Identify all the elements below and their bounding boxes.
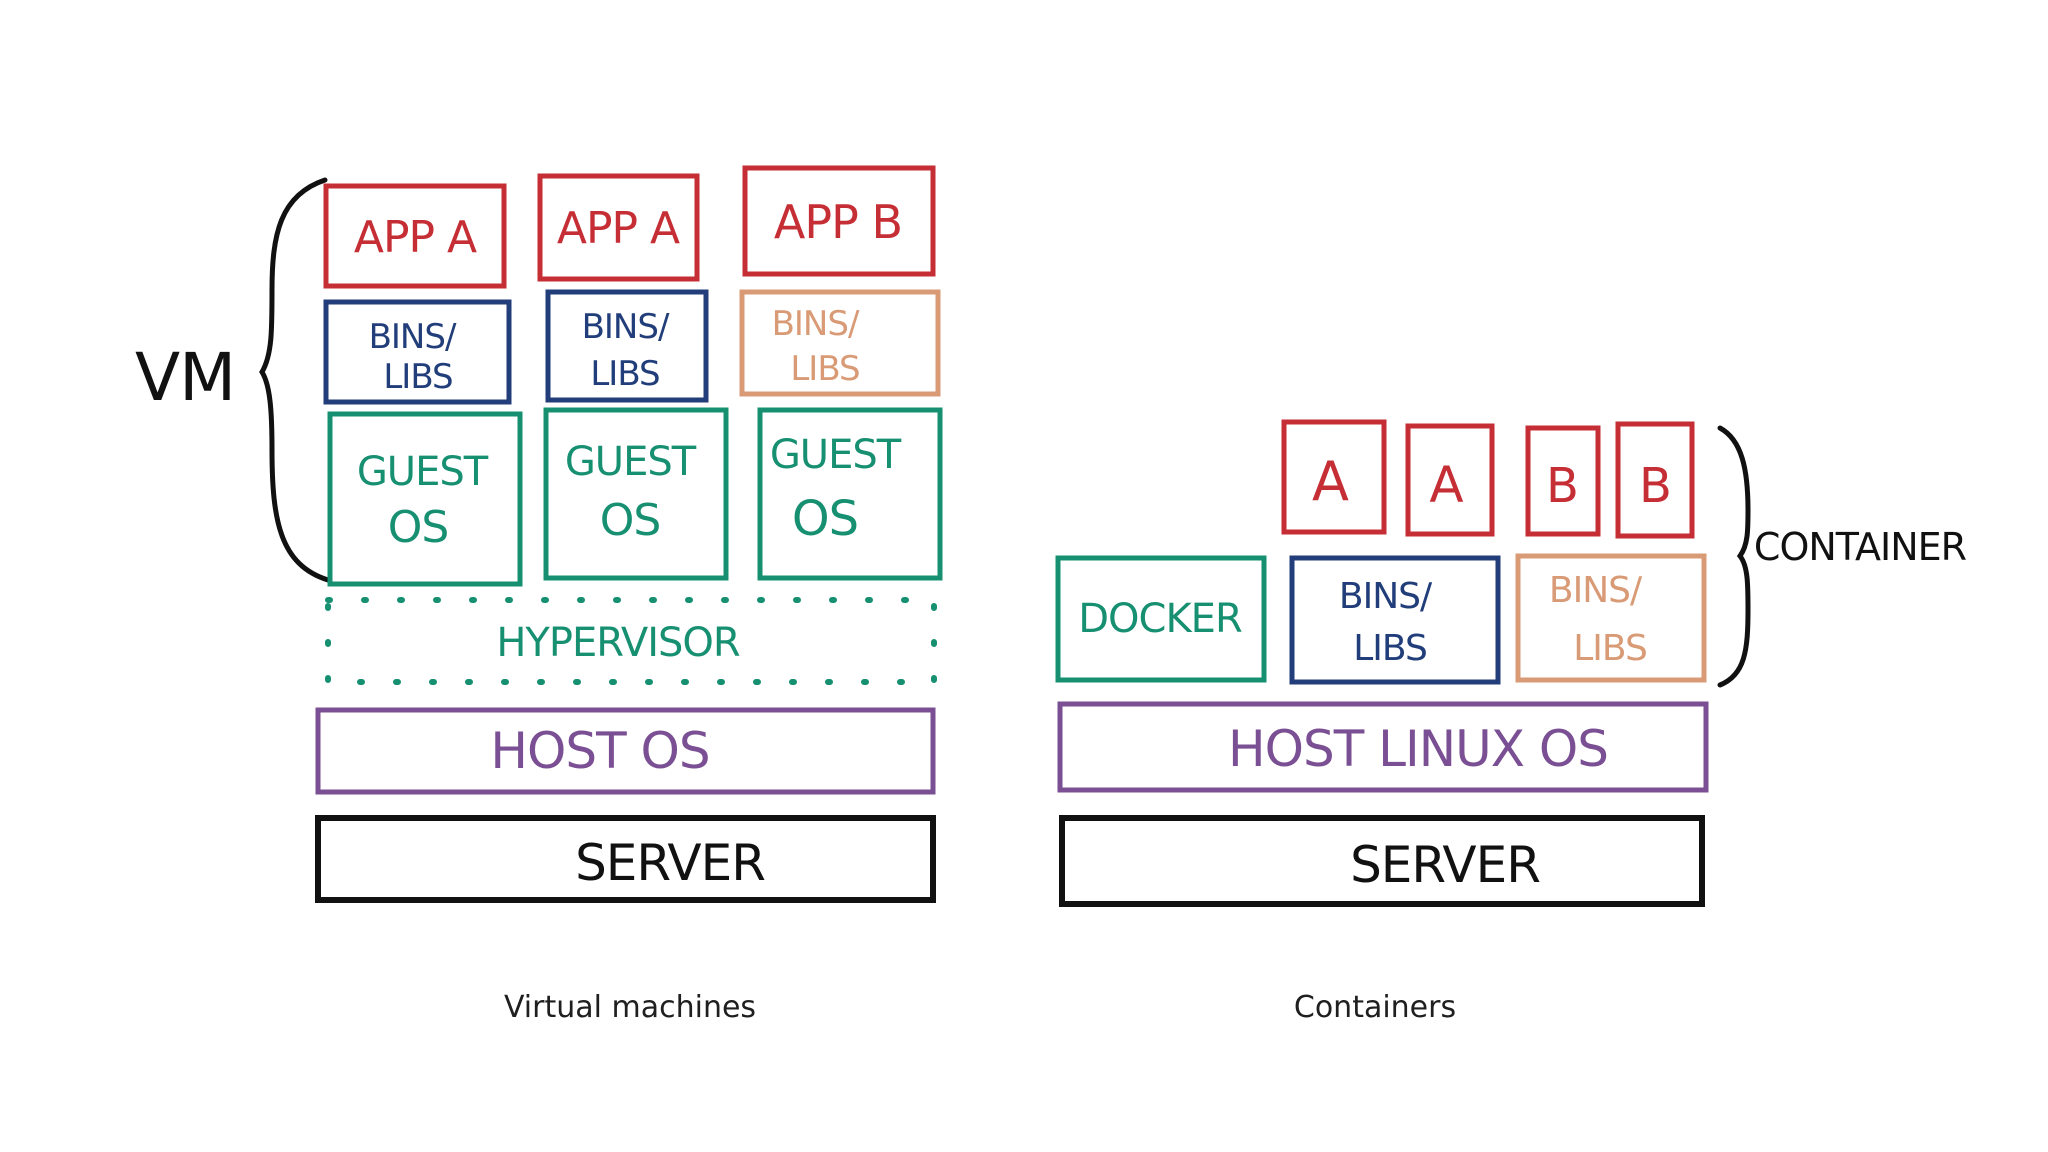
vm-app-box: APP A: [537, 173, 700, 282]
container-brace-label: CONTAINER: [1754, 525, 1967, 569]
vm-guest-line2: OS: [792, 491, 858, 547]
container-docker-label: DOCKER: [1078, 596, 1242, 642]
vm-host-os-box: HOST OS: [315, 707, 936, 795]
container-app-box: A: [1281, 419, 1387, 535]
container-host-os-box: HOST LINUX OS: [1057, 701, 1709, 793]
container-caption: Containers: [1293, 990, 1457, 1025]
vm-bins-line1: BINS/: [582, 307, 670, 347]
vm-guest-os-box: GUEST OS: [757, 407, 943, 581]
vm-guest-os-box: GUEST OS: [327, 411, 523, 587]
vm-caption: Virtual machines: [503, 990, 757, 1025]
vm-guest-line1: GUEST: [357, 449, 489, 495]
container-app-label: A: [1312, 450, 1349, 513]
vm-app-box: APP B: [742, 165, 936, 277]
vm-server-box: SERVER: [315, 815, 936, 903]
vm-bins-box: BINS/ LIBS: [323, 299, 512, 405]
vm-guest-line2: OS: [600, 495, 661, 546]
vm-brace-label: VM: [135, 339, 235, 416]
vm-bins-line2: LIBS: [790, 349, 859, 389]
container-bins-line1: BINS/: [1339, 576, 1433, 617]
container-bins-box: BINS/ LIBS: [1289, 555, 1501, 685]
container-app-label: A: [1429, 456, 1463, 514]
container-server-label: SERVER: [1350, 836, 1540, 894]
vm-bins-line1: BINS/: [369, 317, 457, 357]
container-server-box: SERVER: [1059, 815, 1705, 907]
vm-guest-line1: GUEST: [770, 432, 902, 478]
container-app-box: A: [1405, 423, 1495, 537]
container-app-label: B: [1546, 458, 1578, 514]
container-brace: [1717, 425, 1751, 688]
container-bins-line2: LIBS: [1573, 628, 1647, 669]
vm-bins-box: BINS/ LIBS: [545, 289, 709, 403]
container-bins-box: BINS/ LIBS: [1515, 553, 1707, 683]
vm-app-box: APP A: [323, 183, 507, 289]
vm-app-label: APP A: [354, 212, 477, 263]
vm-app-label: APP A: [557, 203, 680, 254]
vm-server-label: SERVER: [575, 834, 765, 892]
vm-brace: [259, 177, 331, 583]
vm-guest-line1: GUEST: [565, 439, 697, 485]
container-app-box: B: [1615, 421, 1695, 539]
container-bins-line1: BINS/: [1549, 570, 1643, 611]
container-stack: A A B B CONTAINER DOCKER BINS/ LIBS: [1055, 419, 1968, 907]
vm-guest-os-box: GUEST OS: [543, 407, 729, 581]
vm-bins-box: BINS/ LIBS: [739, 289, 941, 397]
container-app-box: B: [1525, 425, 1601, 537]
container-host-os-label: HOST LINUX OS: [1228, 720, 1608, 778]
vm-hypervisor-box: HYPERVISOR: [325, 597, 937, 685]
vm-bins-line2: LIBS: [383, 357, 452, 397]
container-bins-line2: LIBS: [1353, 628, 1427, 669]
vm-app-label: APP B: [774, 195, 902, 249]
vm-host-os-label: HOST OS: [490, 722, 709, 780]
vm-stack: VM APP A APP A APP B BINS/ LIBS BINS/ LI…: [135, 165, 943, 903]
vm-bins-line1: BINS/: [772, 304, 860, 344]
vm-guest-line2: OS: [388, 502, 449, 553]
container-docker-box: DOCKER: [1055, 555, 1267, 683]
vm-hypervisor-label: HYPERVISOR: [496, 620, 740, 666]
vm-bins-line2: LIBS: [590, 354, 659, 394]
container-app-label: B: [1639, 458, 1671, 514]
